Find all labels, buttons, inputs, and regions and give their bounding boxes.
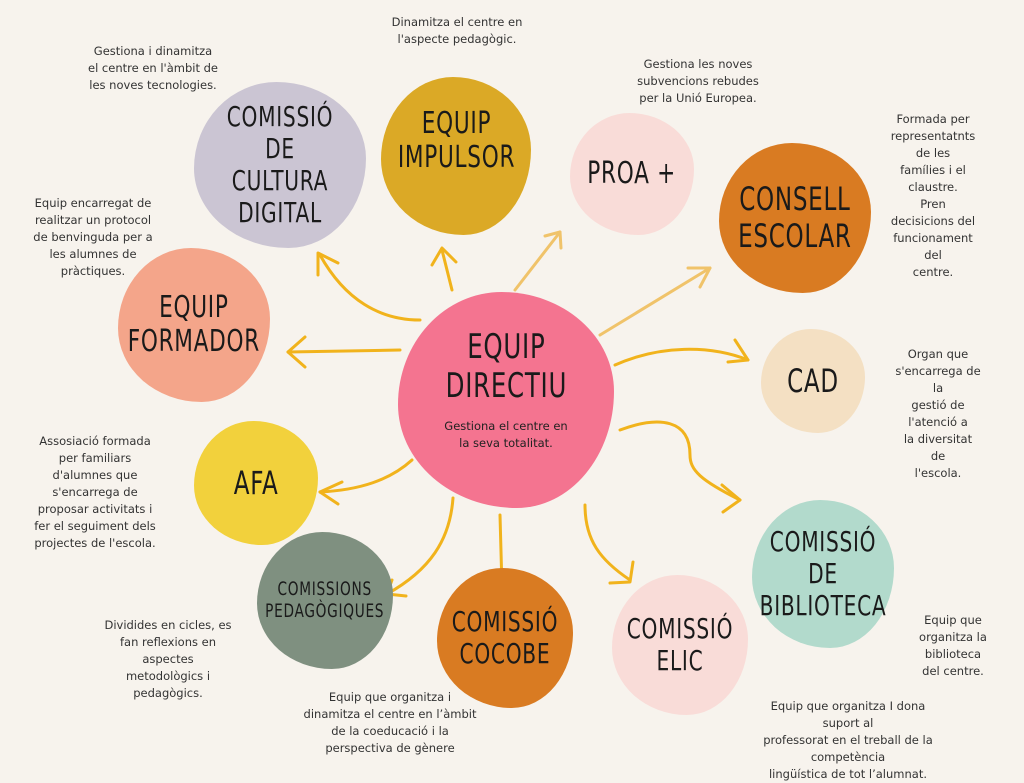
arrow-to-pedagogiques (385, 496, 455, 598)
arrow-to-cultura (316, 251, 422, 322)
node-cad: CAD (761, 329, 865, 433)
desc-proa: Gestiona les noves subvencions rebudes p… (637, 57, 759, 105)
node-title: CAD (787, 361, 839, 400)
node-title: CONSELL ESCOLAR (738, 180, 852, 255)
desc-formador: Equip encarregat de realitzar un protoco… (33, 196, 153, 278)
node-title: COMISSIONS PEDAGÒGIQUES (265, 577, 385, 622)
desc-pedagogiques: Dividides en cicles, es fan reflexions e… (104, 618, 232, 700)
desc-impulsor: Dinamitza el centre en l'aspecte pedagòg… (391, 15, 523, 46)
node-equip-directiu: EQUIP DIRECTIU Gestiona el centre en la … (398, 292, 614, 508)
desc-elic: Equip que organitza I dona suport al pro… (763, 699, 933, 781)
desc-cocobe: Equip que organitza i dinamitza el centr… (303, 690, 477, 755)
arrow-to-formador (286, 335, 402, 369)
desc-cultura: Gestiona i dinamitza el centre en l'àmbi… (88, 44, 218, 92)
desc-biblioteca: Equip que organitza la biblioteca del ce… (919, 613, 987, 678)
desc-consell: Formada per representatnts de les famíli… (890, 112, 976, 279)
node-comissio-cocobe: COMISSIÓ COCOBE (437, 568, 573, 708)
desc-cad: Organ que s'encarrega de la gestió de l'… (895, 347, 981, 480)
node-consell-escolar: CONSELL ESCOLAR (719, 143, 871, 293)
node-afa: AFA (194, 421, 318, 545)
node-comissio-biblioteca: COMISSIÓ DE BIBLIOTECA (752, 500, 894, 648)
node-title: COMISSIÓ DE CULTURA DIGITAL (226, 99, 334, 230)
node-comissions-pedagogiques: COMISSIONS PEDAGÒGIQUES (257, 532, 393, 669)
node-title: PROA + (587, 155, 677, 191)
node-title: EQUIP FORMADOR (127, 289, 261, 359)
node-equip-formador: EQUIP FORMADOR (118, 248, 270, 402)
arrow-to-elic (583, 503, 635, 585)
node-proa: PROA + (570, 113, 694, 235)
arrow-to-consell (598, 266, 712, 337)
node-title: EQUIP DIRECTIU (445, 326, 567, 406)
node-title: EQUIP IMPULSOR (397, 105, 515, 175)
node-comissio-elic: COMISSIÓ ELIC (612, 575, 748, 715)
arrow-to-biblioteca (618, 420, 742, 514)
arrow-to-afa (318, 458, 414, 506)
node-comissio-cultura-digital: COMISSIÓ DE CULTURA DIGITAL (194, 82, 366, 248)
node-equip-impulsor: EQUIP IMPULSOR (381, 77, 531, 235)
node-title: COMISSIÓ COCOBE (451, 604, 559, 670)
node-title: COMISSIÓ DE BIBLIOTECA (759, 524, 887, 623)
desc-afa: Assosiació formada per familiars d'alumn… (34, 434, 156, 550)
arrow-to-cad (613, 338, 750, 367)
node-title: AFA (233, 463, 279, 502)
node-description: Gestiona el centre en la seva totalitat. (444, 419, 568, 451)
node-title: COMISSIÓ ELIC (626, 611, 734, 677)
arrow-to-proa (513, 230, 563, 292)
arrow-to-impulsor (430, 246, 458, 292)
